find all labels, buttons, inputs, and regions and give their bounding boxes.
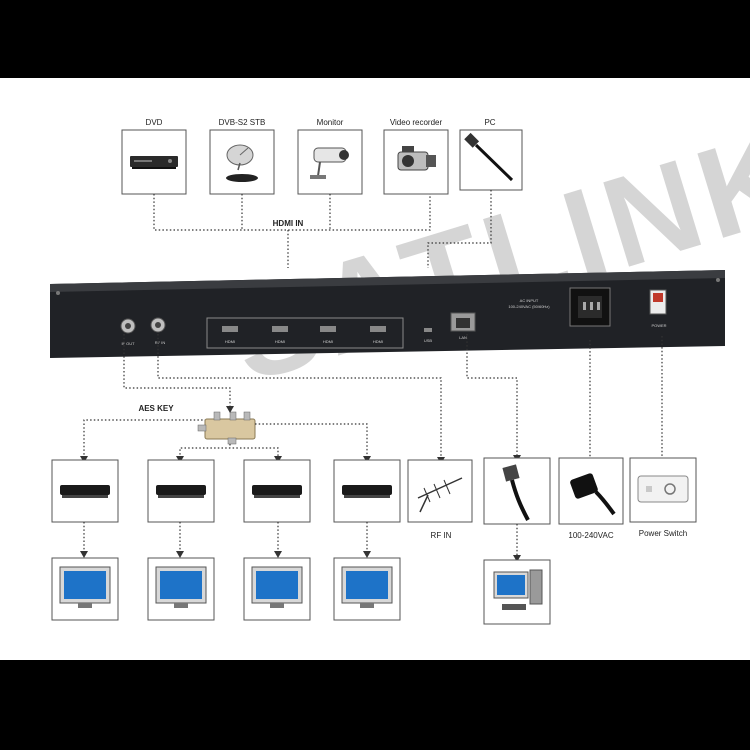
tv-box — [333, 557, 401, 621]
set-top-box-icon — [342, 485, 392, 495]
power-switch-label: Power Switch — [639, 529, 687, 538]
device-box-monitor — [297, 129, 363, 195]
satellite-receiver-icon — [226, 144, 258, 182]
ethernet-cable-icon — [502, 464, 530, 521]
antenna-box — [407, 459, 473, 523]
device-box-pc — [459, 129, 523, 191]
tv-monitor-icon — [155, 566, 207, 608]
set-top-box-icon — [60, 485, 110, 495]
hdmi-port-frame — [206, 317, 404, 349]
hdmi-port-label: HDMI — [225, 339, 235, 344]
power-switch-panel-label: POWER — [651, 323, 666, 328]
top-black-bar — [0, 0, 750, 78]
hdmi-in-label: HDMI IN — [273, 219, 304, 228]
receiver-box — [243, 459, 311, 523]
rf-in-label: RF IN — [431, 531, 452, 540]
ac-power-socket — [569, 287, 611, 327]
top-device-label: PC — [484, 118, 495, 127]
encoder-rear-panel: IF OUT RF IN HDMI HDMI HDMI HDMI USB LAN… — [50, 270, 725, 358]
tv-monitor-icon — [341, 566, 393, 608]
camcorder-icon — [397, 146, 436, 171]
ac-input-label: AC INPUT — [520, 298, 539, 303]
receiver-box — [51, 459, 119, 523]
device-box-recorder — [383, 129, 449, 195]
tv-box — [147, 557, 215, 621]
top-device-label: Video recorder — [390, 118, 443, 127]
power-plug-icon — [570, 473, 616, 516]
top-device-label: DVB-S2 STB — [219, 118, 266, 127]
desktop-computer-icon — [493, 569, 543, 610]
antenna-icon — [417, 477, 463, 513]
top-device-label: Monitor — [317, 118, 344, 127]
hdmi-port — [370, 326, 386, 332]
toggle-switch-icon — [637, 475, 689, 503]
power-rocker-switch — [649, 289, 667, 315]
usb-port — [424, 328, 432, 332]
rf-out-connector — [120, 318, 136, 334]
rf-out-port-label: IF OUT — [121, 341, 135, 346]
hdmi-port — [222, 326, 238, 332]
computer-box — [483, 559, 551, 625]
tv-monitor-icon — [59, 566, 111, 608]
device-box-dvd — [121, 129, 187, 195]
hdmi-port — [320, 326, 336, 332]
tv-monitor-icon — [251, 566, 303, 608]
hdmi-port — [272, 326, 288, 332]
tv-box — [243, 557, 311, 621]
device-box-stb — [209, 129, 275, 195]
rf-in-port-label: RF IN — [155, 340, 166, 345]
power-cord-box — [558, 457, 624, 525]
power-switch-box — [629, 457, 697, 523]
set-top-box-icon — [252, 485, 302, 495]
rf-in-connector — [150, 317, 166, 333]
lan-port-label: LAN — [459, 335, 467, 340]
bottom-black-bar — [0, 660, 750, 750]
ac-input-spec-label: 100-240VAC (50/60Hz) — [508, 304, 550, 309]
hdmi-cable-icon — [464, 132, 514, 182]
hdmi-port-label: HDMI — [373, 339, 383, 344]
power-cord-label: 100-240VAC — [568, 531, 613, 540]
aes-key-label: AES KEY — [138, 404, 174, 413]
security-camera-icon — [310, 147, 349, 179]
usb-port-label: USB — [424, 338, 433, 343]
hdmi-port-label: HDMI — [275, 339, 285, 344]
receiver-box — [147, 459, 215, 523]
top-device-label: DVD — [146, 118, 163, 127]
dvd-player-icon — [130, 156, 178, 169]
lan-cable-box — [483, 457, 551, 525]
receiver-box — [333, 459, 401, 523]
hdmi-port-label: HDMI — [323, 339, 333, 344]
rf-splitter-icon — [197, 411, 256, 445]
tv-box — [51, 557, 119, 621]
set-top-box-icon — [156, 485, 206, 495]
